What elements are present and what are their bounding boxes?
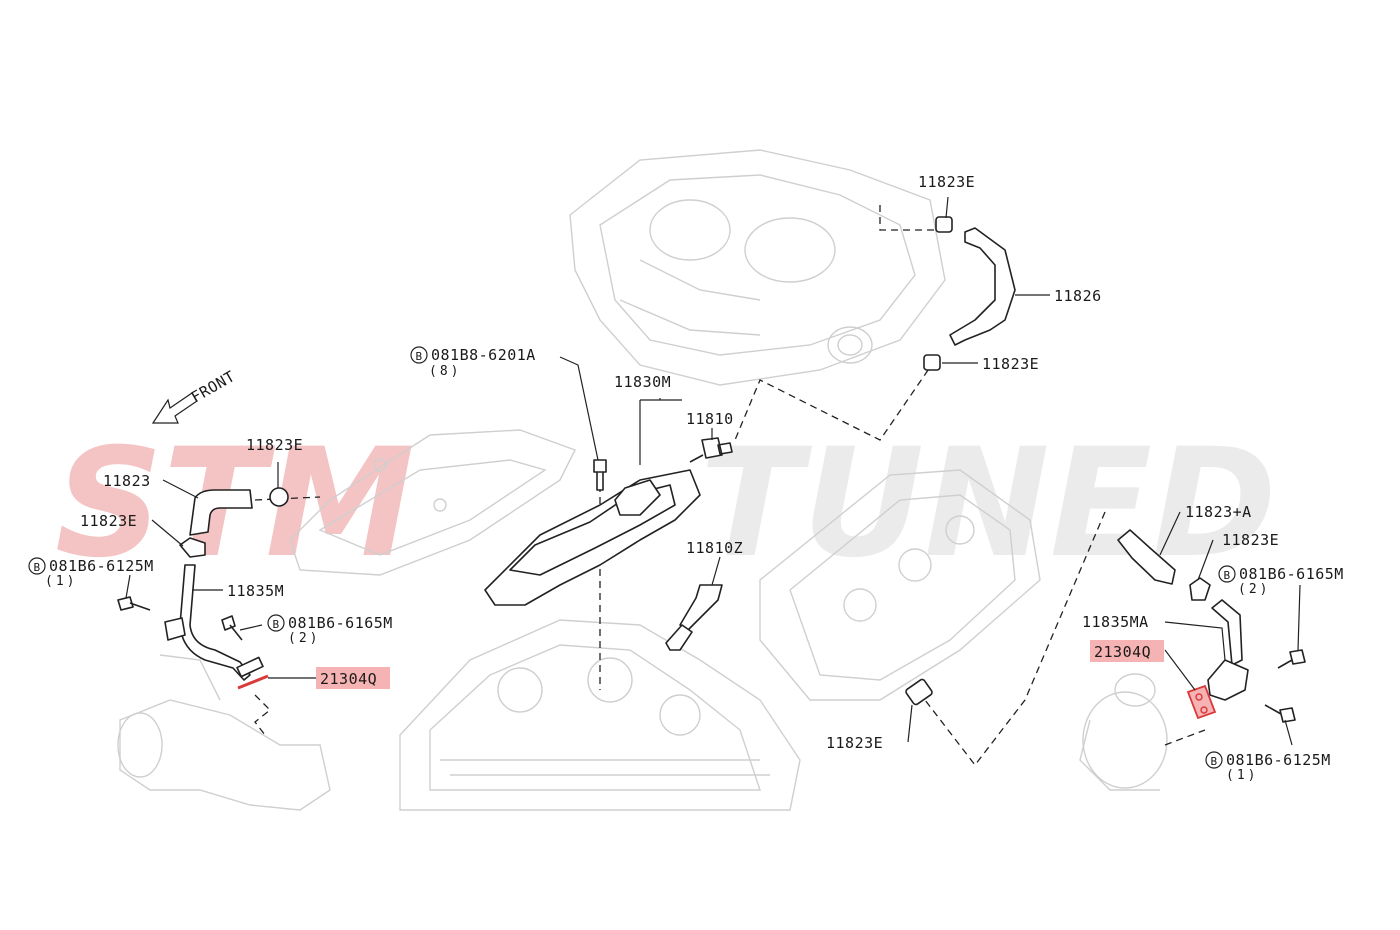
gasket-21304q-right-icon <box>1186 684 1217 720</box>
bolt-6165m-left-icon <box>221 615 243 641</box>
label-bolt-6201a-qty: (8) <box>429 364 461 379</box>
label-11823e-left: 11823E <box>246 436 303 454</box>
pipe-11835ma <box>1211 599 1243 666</box>
bolt-symbol-icon <box>1205 751 1223 769</box>
label-bolt-6125m-left-qty: (1) <box>45 574 77 589</box>
label-11823e-right: 11823E <box>982 355 1039 373</box>
watermark: STM TUNED <box>55 417 1277 591</box>
label-bolt-6201a: 081B8-6201A <box>431 346 536 364</box>
front-arrow-icon <box>151 392 198 424</box>
label-11830m: 11830M <box>614 373 671 391</box>
label-bolt-6165m-right: 081B6-6165M <box>1239 565 1344 583</box>
pcv-valve-11810 <box>689 437 733 463</box>
label-11823e-r2: 11823E <box>1222 531 1279 549</box>
svg-text:B: B <box>33 561 40 574</box>
bolt-symbol-icon <box>28 557 46 575</box>
label-11826: 11826 <box>1054 287 1102 305</box>
bolt-symbol-icon <box>267 614 285 632</box>
bolt-6201a-icon <box>593 459 607 491</box>
dashed-routing <box>254 205 1206 767</box>
label-11835m: 11835M <box>227 582 284 600</box>
bolt-symbol-icon <box>410 346 428 364</box>
label-bolt-6165m-left-qty: (2) <box>288 631 320 646</box>
clamp-11823e-left2 <box>179 537 206 558</box>
label-11823e-left2: 11823E <box>80 512 137 530</box>
part-labels: 11823E 11826 11823E 081B8-6201A (8) 1183… <box>45 173 1344 783</box>
clamp-11823e-left <box>269 487 289 507</box>
hose-11823 <box>189 489 253 536</box>
label-11823: 11823 <box>103 472 151 490</box>
hose-11826 <box>949 227 1016 346</box>
label-21304q-right: 21304Q <box>1094 643 1151 661</box>
svg-text:B: B <box>272 618 279 631</box>
part-11810z <box>679 584 723 631</box>
hose-11823a <box>1117 529 1176 585</box>
highlight-21304q-left <box>316 667 390 689</box>
bolt-symbol-icon <box>1218 565 1236 583</box>
highlight-21304q-right <box>1090 640 1164 662</box>
label-11835ma: 11835MA <box>1082 613 1149 631</box>
label-bolt-6165m-right-qty: (2) <box>1238 582 1270 597</box>
label-21304q-left: 21304Q <box>320 670 377 688</box>
ghost-engine <box>117 149 1168 811</box>
bolt-6165m-right-icon <box>1277 649 1306 669</box>
gasket-21304q-left-icon <box>237 674 269 690</box>
label-11823e-top: 11823E <box>918 173 975 191</box>
pipe-11835m <box>179 564 251 681</box>
leader-lines <box>125 196 1301 746</box>
clamp-11823e-top <box>935 216 953 233</box>
label-11823a: 11823+A <box>1185 503 1252 521</box>
clamp-11823e-bottom <box>905 678 933 706</box>
label-bolt-6125m-right-qty: (1) <box>1226 768 1258 783</box>
watermark-right: TUNED <box>700 417 1277 591</box>
bolt-6125m-left-icon <box>117 596 151 611</box>
svg-text:B: B <box>415 350 422 363</box>
front-label: FRONT <box>188 367 238 406</box>
label-11810: 11810 <box>686 410 734 428</box>
label-bolt-6125m-right: 081B6-6125M <box>1226 751 1331 769</box>
front-indicator: FRONT <box>151 367 238 424</box>
label-bolt-6165m-left: 081B6-6165M <box>288 614 393 632</box>
bolt-6125m-right-icon <box>1264 704 1296 723</box>
svg-text:B: B <box>1210 755 1217 768</box>
label-11823e-bottom: 11823E <box>826 734 883 752</box>
label-bolt-6125m-left: 081B6-6125M <box>49 557 154 575</box>
parts <box>117 216 1306 723</box>
clamp-11823e-right <box>923 354 941 371</box>
label-11810z: 11810Z <box>686 539 743 557</box>
svg-text:B: B <box>1223 569 1230 582</box>
bolt-symbols: B B B B B <box>28 346 1236 769</box>
